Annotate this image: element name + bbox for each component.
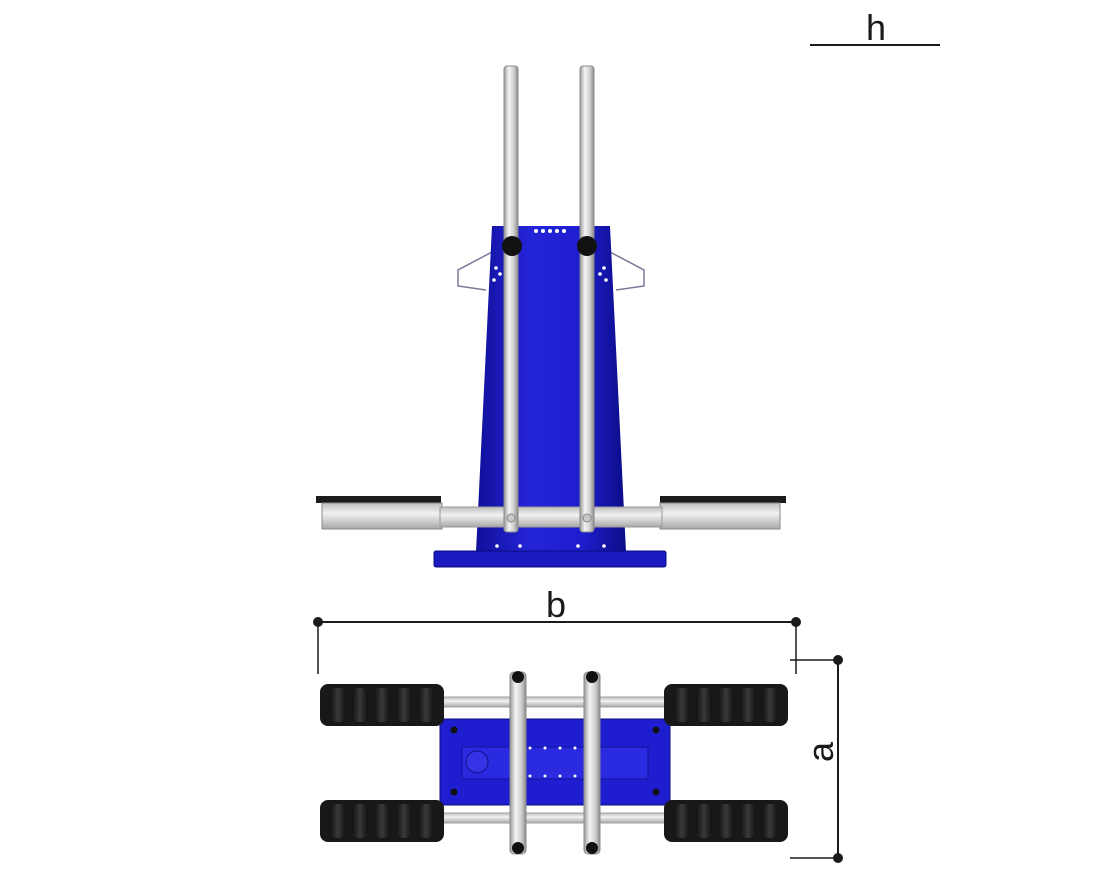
left-handle[interactable] xyxy=(502,65,522,533)
platform-rivets xyxy=(528,746,577,778)
platform-corner-bolts xyxy=(450,726,660,796)
foot-pad-top-left xyxy=(320,684,444,726)
left-bracket xyxy=(457,251,493,291)
top-view xyxy=(320,671,788,855)
upper-connecting-bar xyxy=(439,696,667,708)
base-plate xyxy=(433,550,667,568)
height-label: h xyxy=(866,7,886,48)
depth-label: a xyxy=(800,741,841,762)
rivets-top xyxy=(492,229,608,548)
right-bracket xyxy=(609,251,645,291)
top-left-handle xyxy=(509,671,527,855)
depth-endpoint-bottom xyxy=(833,853,843,863)
foot-pad-bottom-right xyxy=(664,800,788,842)
right-handle[interactable] xyxy=(577,65,597,533)
right-foot-platform xyxy=(659,496,786,530)
width-endpoint-right xyxy=(791,617,801,627)
depth-endpoint-top xyxy=(833,655,843,665)
left-foot-platform xyxy=(316,496,443,530)
width-endpoint-left xyxy=(313,617,323,627)
lower-connecting-bar xyxy=(439,812,667,824)
height-dimension: h xyxy=(810,7,940,48)
top-right-handle xyxy=(583,671,601,855)
width-label: b xyxy=(546,584,566,625)
foot-pad-bottom-left xyxy=(320,800,444,842)
width-dimension: b xyxy=(313,584,801,674)
foot-pad-top-right xyxy=(664,684,788,726)
cross-tube xyxy=(439,506,663,528)
depth-dimension: a xyxy=(790,655,843,863)
top-platform-center xyxy=(461,746,649,780)
pivot-cap xyxy=(465,750,489,774)
front-view xyxy=(316,65,786,568)
